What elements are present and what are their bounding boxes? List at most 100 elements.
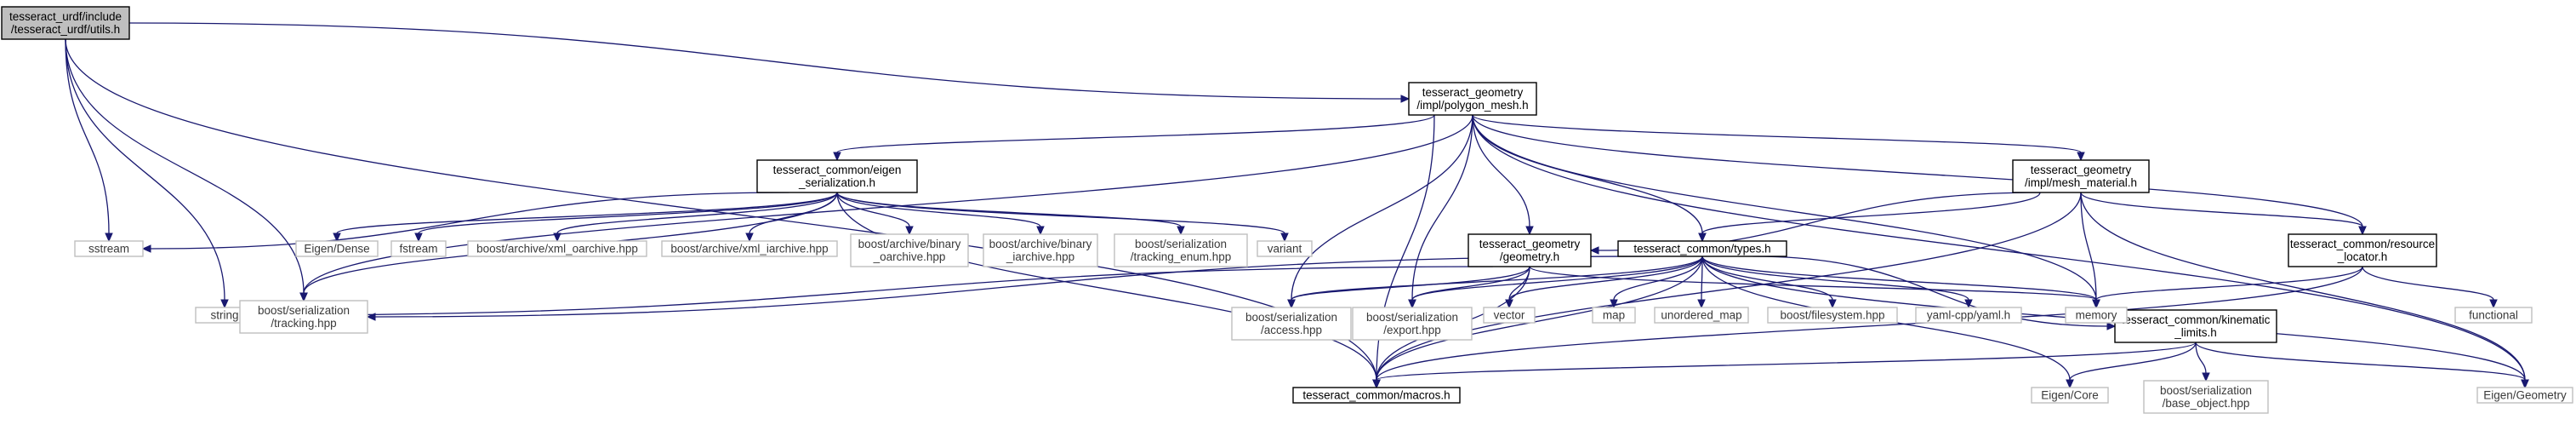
node-binary-iarchive: boost/archive/binary_iarchive.hpp <box>983 233 1098 267</box>
node-macros[interactable]: tesseract_common/macros.h <box>1292 387 1461 404</box>
node-box <box>1352 307 1473 341</box>
node-label-line: map <box>1603 309 1625 322</box>
node-box <box>74 240 144 257</box>
node-label-line: /geometry.h <box>1500 250 1559 263</box>
node-box <box>1408 82 1537 116</box>
node-memory: memory <box>2065 307 2128 324</box>
node-label-line: _serialization.h <box>798 176 875 189</box>
node-label-line: Eigen/Dense <box>304 243 369 256</box>
node-box <box>1292 387 1461 404</box>
node-label-line: memory <box>2076 309 2117 322</box>
graph-nodes: tesseract_urdf/include/tesseract_urdf/ut… <box>1 6 2573 414</box>
node-sstream: sstream <box>74 240 144 257</box>
node-unordered-map: unordered_map <box>1654 307 1749 324</box>
node-label-line: /tesseract_urdf/utils.h <box>11 23 120 36</box>
edge-mesh_material-to-types <box>1698 192 2041 243</box>
node-box <box>1654 307 1749 324</box>
edge-mesh_material-to-memory <box>2080 192 2100 309</box>
node-label-line: /impl/mesh_material.h <box>2025 176 2137 189</box>
node-label-line: _locator.h <box>2337 250 2388 263</box>
node-map: map <box>1592 307 1636 324</box>
edge-polygon_mesh-to-geometry <box>1472 114 1534 236</box>
edge-mesh_material-to-resource_locator <box>2080 192 2367 236</box>
node-polygon-mesh[interactable]: tesseract_geometry/impl/polygon_mesh.h <box>1408 82 1537 116</box>
node-box <box>661 240 838 257</box>
node-label-line: _iarchive.hpp <box>1006 250 1074 263</box>
node-kinematic-limits[interactable]: tesseract_common/kinematic_limits.h <box>2114 309 2277 343</box>
node-label-line: boost/archive/xml_oarchive.hpp <box>476 243 638 256</box>
node-box <box>1231 307 1352 341</box>
edge-types-to-export <box>1408 256 1703 309</box>
node-binary-oarchive: boost/archive/binary_oarchive.hpp <box>850 233 969 267</box>
edge-types-to-filesystem <box>1701 256 1837 309</box>
node-label-line: boost/serialization <box>1135 238 1227 250</box>
node-base-object: boost/serialization/base_object.hpp <box>2143 380 2269 414</box>
node-functional: functional <box>2454 307 2533 324</box>
node-label-line: tesseract_geometry <box>1422 86 1524 99</box>
graph-edges <box>65 22 2529 389</box>
node-access: boost/serialization/access.hpp <box>1231 307 1352 341</box>
node-geometry[interactable]: tesseract_geometry/geometry.h <box>1468 233 1592 267</box>
edge-types-to-yaml <box>1701 256 1973 309</box>
node-box <box>1767 307 1898 324</box>
node-label-line: tesseract_common/macros.h <box>1302 389 1450 402</box>
edge-eigen_serialization-to-eigen_dense <box>333 192 838 243</box>
node-label-line: tesseract_common/types.h <box>1633 243 1770 256</box>
node-box <box>983 233 1098 267</box>
edge-resource_locator-to-memory <box>2092 266 2363 309</box>
node-label-line: boost/serialization <box>2160 384 2252 397</box>
node-xml-oarchive: boost/archive/xml_oarchive.hpp <box>467 240 647 257</box>
edge-utils-to-sstream <box>65 38 113 243</box>
node-box <box>2476 387 2573 404</box>
node-label-line: fstream <box>399 243 437 256</box>
node-box <box>2143 380 2269 414</box>
node-label-line: boost/serialization <box>258 304 350 317</box>
node-utils[interactable]: tesseract_urdf/include/tesseract_urdf/ut… <box>1 6 130 40</box>
node-label-line: /base_object.hpp <box>2163 397 2250 410</box>
node-label-line: sstream <box>88 243 129 256</box>
node-box <box>2031 387 2109 404</box>
node-box <box>1483 307 1536 324</box>
edge-kinematic_limits-to-base_object <box>2195 342 2210 382</box>
node-filesystem: boost/filesystem.hpp <box>1767 307 1898 324</box>
node-label-line: Eigen/Geometry <box>2483 389 2567 402</box>
node-label-line: boost/archive/xml_iarchive.hpp <box>670 243 828 256</box>
node-label-line: boost/archive/binary <box>989 238 1092 250</box>
edge-types-to-vector <box>1505 256 1703 309</box>
node-export: boost/serialization/export.hpp <box>1352 307 1473 341</box>
node-variant: variant <box>1257 240 1313 257</box>
node-box <box>1915 307 2022 324</box>
edge-eigen_serialization-to-binary_oarchive <box>836 192 914 236</box>
edge-eigen_serialization-to-macros <box>836 192 1381 389</box>
node-box <box>295 240 379 257</box>
node-tracking: boost/serialization/tracking.hpp <box>239 300 368 334</box>
edge-types-to-access <box>1287 256 1703 309</box>
node-yaml: yaml-cpp/yaml.h <box>1915 307 2022 324</box>
node-types[interactable]: tesseract_common/types.h <box>1617 240 1787 257</box>
node-eigen-serialization[interactable]: tesseract_common/eigen_serialization.h <box>756 159 918 193</box>
node-box <box>239 300 368 334</box>
node-box <box>1257 240 1313 257</box>
node-label-line: functional <box>2469 309 2518 322</box>
edge-kinematic_limits-to-macros <box>1372 342 2197 389</box>
edge-types-to-map <box>1610 256 1703 309</box>
node-label-line: vector <box>1494 309 1525 322</box>
node-label-line: boost/serialization <box>1366 311 1458 324</box>
node-label-line: tesseract_urdf/include <box>9 10 122 23</box>
edge-eigen_serialization-to-variant <box>836 192 1289 243</box>
node-eigen-dense: Eigen/Dense <box>295 240 379 257</box>
node-label-line: boost/serialization <box>1245 311 1337 324</box>
node-box <box>1468 233 1592 267</box>
node-label-line: tesseract_common/eigen <box>773 164 902 176</box>
edge-eigen_serialization-to-fstream <box>414 192 838 243</box>
node-mesh-material[interactable]: tesseract_geometry/impl/mesh_material.h <box>2012 159 2150 193</box>
node-vector: vector <box>1483 307 1536 324</box>
edge-geometry-to-access <box>1287 266 1530 309</box>
node-label-line: boost/filesystem.hpp <box>1780 309 1884 322</box>
node-resource-locator[interactable]: tesseract_common/resource_locator.h <box>2288 233 2437 267</box>
node-xml-iarchive: boost/archive/xml_iarchive.hpp <box>661 240 838 257</box>
edge-mesh_material-to-macros <box>1372 192 2082 389</box>
node-fstream: fstream <box>390 240 447 257</box>
node-label-line: boost/archive/binary <box>858 238 961 250</box>
